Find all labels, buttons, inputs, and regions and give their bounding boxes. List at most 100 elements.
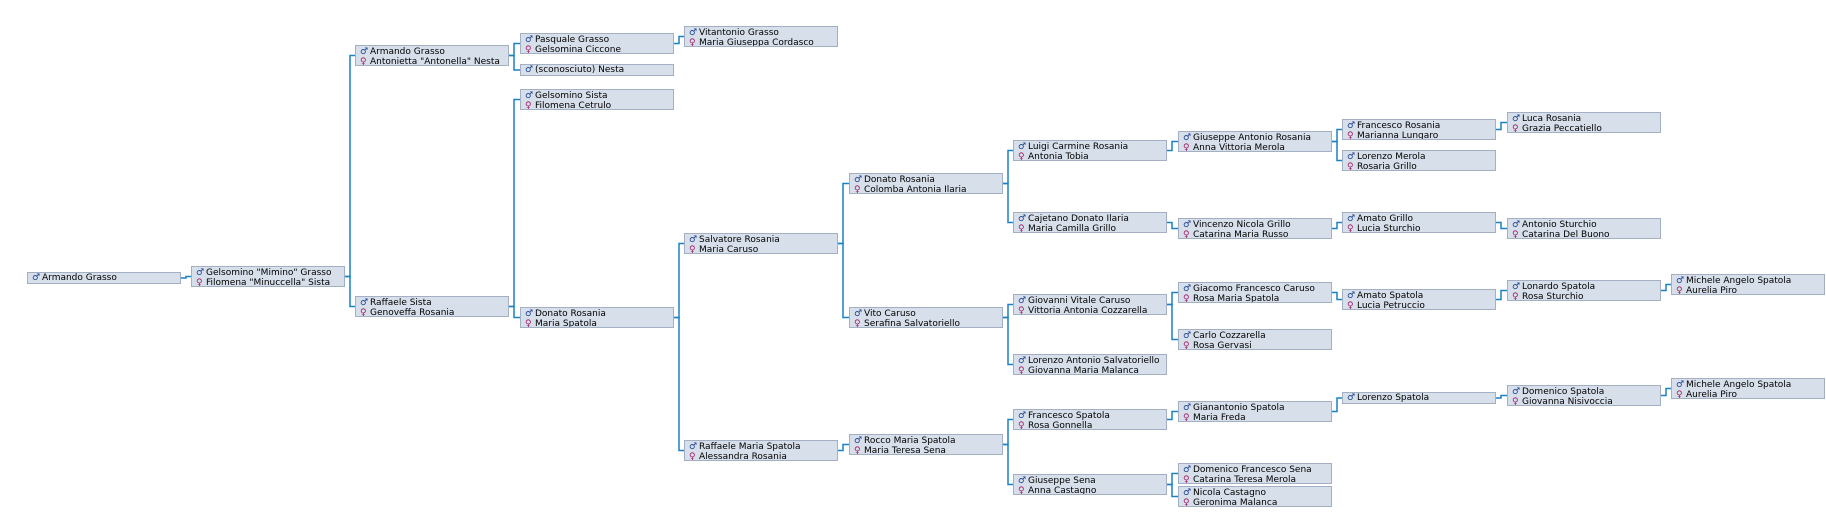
female-person: ♀Geronima Malanca [1183, 498, 1328, 506]
person-box[interactable]: ♂Giuseppe Sena♀Anna Castagno [1013, 474, 1167, 495]
person-box[interactable]: ♂Carlo Cozzarella♀Rosa Gervasi [1178, 329, 1332, 350]
female-symbol-icon: ♀ [1347, 301, 1354, 310]
female-person: ♀Anna Castagno [1018, 486, 1163, 495]
person-name: Gelsomina Ciccone [535, 45, 621, 54]
male-person: ♂Salvatore Rosania [689, 235, 834, 245]
female-person: ♀Antonietta "Antonella" Nesta [360, 57, 505, 65]
person-box[interactable]: ♂Donato Rosania♀Maria Spatola [520, 307, 674, 328]
person-name: Pasquale Grasso [535, 35, 610, 45]
person-name: Giovanna Nisivoccia [1522, 397, 1613, 406]
male-symbol-icon: ♂ [1018, 356, 1027, 366]
female-person: ♀Colomba Antonia Ilaria [854, 185, 999, 194]
person-name: Vitantonio Grasso [699, 28, 779, 38]
female-person: ♀Lucia Sturchio [1347, 224, 1492, 232]
person-box[interactable]: ♂(sconosciuto) Nesta [520, 64, 674, 76]
person-box[interactable]: ♂Amato Grillo♀Lucia Sturchio [1342, 212, 1496, 233]
person-box[interactable]: ♂Antonio Sturchio♀Catarina Del Buono [1507, 218, 1661, 239]
male-symbol-icon: ♂ [360, 47, 369, 57]
person-box[interactable]: ♂Michele Angelo Spatola♀Aurelia Piro [1671, 274, 1825, 295]
female-symbol-icon: ♀ [1183, 143, 1190, 152]
female-symbol-icon: ♀ [196, 278, 203, 287]
male-symbol-icon: ♂ [1183, 465, 1192, 475]
male-person: ♂Rocco Maria Spatola [854, 436, 999, 446]
person-box[interactable]: ♂Lonardo Spatola♀Rosa Sturchio [1507, 280, 1661, 301]
person-box[interactable]: ♂Armando Grasso♀Antonietta "Antonella" N… [355, 45, 509, 66]
male-person: ♂Michele Angelo Spatola [1676, 380, 1821, 390]
person-name: Colomba Antonia Ilaria [864, 185, 967, 194]
person-name: Anna Castagno [1028, 486, 1097, 495]
tree-connector-line [1661, 283, 1671, 292]
person-box[interactable]: ♂Lorenzo Antonio Salvatoriello♀Giovanna … [1013, 354, 1167, 375]
person-box[interactable]: ♂Vito Caruso♀Serafina Salvatoriello [849, 307, 1003, 328]
person-box[interactable]: ♂Rocco Maria Spatola♀Maria Teresa Sena [849, 434, 1003, 455]
female-person: ♀Giovanna Maria Malanca [1018, 366, 1163, 375]
female-person: ♀Gelsomina Ciccone [525, 45, 670, 54]
person-box[interactable]: ♂Donato Rosania♀Colomba Antonia Ilaria [849, 173, 1003, 194]
person-name: Donato Rosania [864, 175, 935, 185]
male-person: ♂Domenico Spatola [1512, 387, 1657, 397]
female-person: ♀Genoveffa Rosania [360, 308, 505, 317]
person-name: Domenico Francesco Sena [1193, 465, 1312, 475]
person-name: Carlo Cozzarella [1193, 331, 1266, 341]
person-name: Maria Caruso [699, 245, 759, 254]
person-box[interactable]: ♂Luca Rosania♀Grazia Peccatiello [1507, 112, 1661, 133]
person-box[interactable]: ♂Gelsomino Sista♀Filomena Cetrulo [520, 89, 674, 110]
person-box[interactable]: ♂Armando Grasso [27, 272, 181, 284]
male-person: ♂Pasquale Grasso [525, 35, 670, 45]
male-person: ♂Donato Rosania [525, 309, 670, 319]
person-box[interactable]: ♂Giacomo Francesco Caruso♀Rosa Maria Spa… [1178, 282, 1332, 303]
person-name: Maria Spatola [535, 319, 597, 328]
person-box[interactable]: ♂Giuseppe Antonio Rosania♀Anna Vittoria … [1178, 131, 1332, 152]
person-box[interactable]: ♂Giovanni Vitale Caruso♀Vittoria Antonia… [1013, 294, 1167, 315]
female-person: ♀Catarina Maria Russo [1183, 230, 1328, 239]
person-box[interactable]: ♂Francesco Spatola♀Rosa Gonnella [1013, 409, 1167, 430]
person-box[interactable]: ♂Nicola Castagno♀Geronima Malanca [1178, 486, 1332, 507]
person-box[interactable]: ♂Vincenzo Nicola Grillo♀Catarina Maria R… [1178, 218, 1332, 239]
person-box[interactable]: ♂Pasquale Grasso♀Gelsomina Ciccone [520, 33, 674, 54]
female-symbol-icon: ♀ [1512, 397, 1519, 406]
female-person: ♀Giovanna Nisivoccia [1512, 397, 1657, 406]
female-symbol-icon: ♀ [1183, 413, 1190, 422]
tree-connector-line [1496, 221, 1507, 230]
person-box[interactable]: ♂Raffaele Sista♀Genoveffa Rosania [355, 296, 509, 317]
person-name: Lucia Petruccio [1357, 301, 1425, 310]
person-name: Catarina Maria Russo [1193, 230, 1289, 239]
person-box[interactable]: ♂Michele Angelo Spatola♀Aurelia Piro [1671, 378, 1825, 399]
person-name: Domenico Spatola [1522, 387, 1605, 397]
person-box[interactable]: ♂Salvatore Rosania♀Maria Caruso [684, 233, 838, 254]
person-box[interactable]: ♂Domenico Francesco Sena♀Catarina Teresa… [1178, 463, 1332, 484]
person-name: Gelsomino "Mimino" Grasso [206, 268, 332, 278]
person-box[interactable]: ♂Lorenzo Spatola [1342, 392, 1496, 404]
person-name: Serafina Salvatoriello [864, 319, 961, 328]
male-symbol-icon: ♂ [32, 273, 41, 283]
person-name: Antonia Tobia [1028, 152, 1089, 161]
female-symbol-icon: ♀ [689, 38, 696, 47]
male-symbol-icon: ♂ [1512, 282, 1521, 292]
person-name: Giovanna Maria Malanca [1028, 366, 1139, 375]
person-name: Francesco Rosania [1357, 121, 1441, 131]
female-symbol-icon: ♀ [854, 185, 861, 194]
male-person: ♂Armando Grasso [32, 273, 177, 283]
female-person: ♀Filomena "Minuccella" Sista [196, 278, 341, 287]
person-box[interactable]: ♂Francesco Rosania♀Marianna Lungaro [1342, 119, 1496, 140]
person-box[interactable]: ♂Raffaele Maria Spatola♀Alessandra Rosan… [684, 440, 838, 461]
person-box[interactable]: ♂Domenico Spatola♀Giovanna Nisivoccia [1507, 385, 1661, 406]
person-name: Michele Angelo Spatola [1686, 276, 1792, 286]
person-name: Genoveffa Rosania [370, 308, 455, 317]
person-box[interactable]: ♂Lorenzo Merola♀Rosaria Grillo [1342, 150, 1496, 171]
person-name: Nicola Castagno [1193, 488, 1267, 498]
person-box[interactable]: ♂Vitantonio Grasso♀Maria Giuseppa Cordas… [684, 26, 838, 47]
male-person: ♂Francesco Spatola [1018, 411, 1163, 421]
male-person: ♂Vincenzo Nicola Grillo [1183, 220, 1328, 230]
male-symbol-icon: ♂ [689, 442, 698, 452]
tree-connector-line [1661, 387, 1671, 397]
person-box[interactable]: ♂Amato Spatola♀Lucia Petruccio [1342, 289, 1496, 310]
person-box[interactable]: ♂Gianantonio Spatola♀Maria Freda [1178, 401, 1332, 422]
person-box[interactable]: ♂Gelsomino "Mimino" Grasso♀Filomena "Min… [191, 266, 345, 287]
male-person: ♂Nicola Castagno [1183, 488, 1328, 498]
person-box[interactable]: ♂Cajetano Donato Ilaria♀Maria Camilla Gr… [1013, 212, 1167, 233]
male-person: ♂Donato Rosania [854, 175, 999, 185]
male-symbol-icon: ♂ [1018, 214, 1027, 224]
female-person: ♀Catarina Del Buono [1512, 230, 1657, 238]
person-box[interactable]: ♂Luigi Carmine Rosania♀Antonia Tobia [1013, 140, 1167, 161]
